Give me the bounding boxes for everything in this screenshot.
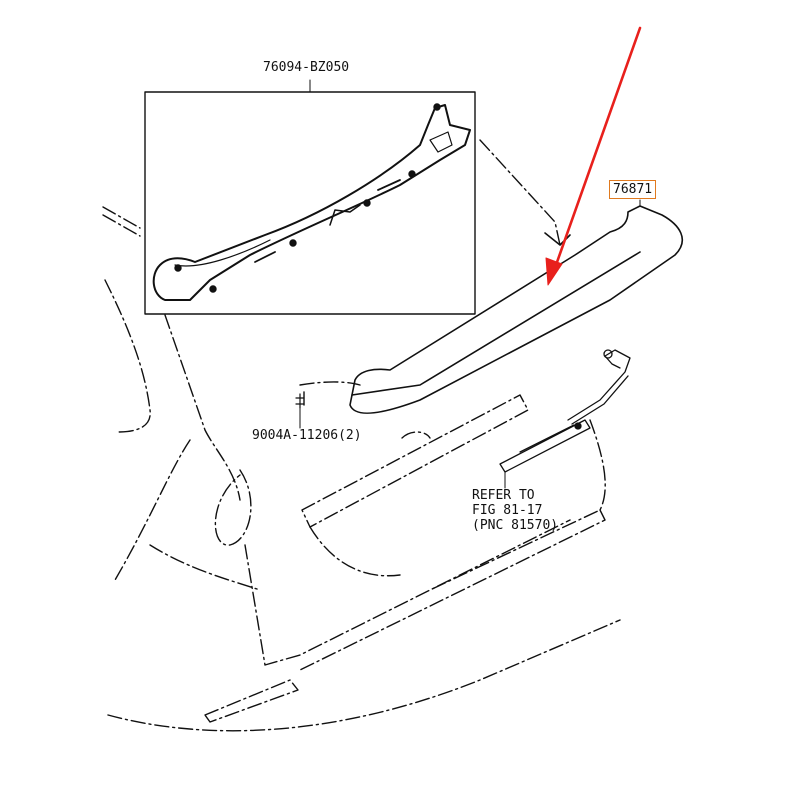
pointer-arrow [545,26,642,286]
screw-fastener [295,393,305,409]
reference-line-3: (PNC 81570) [472,518,559,533]
inset-part-number-label: 76094-BZ050 [263,60,350,75]
reference-line-2: FIG 81-17 [472,503,543,518]
screw-part-number-label: 9004A-11206(2) [252,428,362,443]
inset-detail [144,91,476,315]
stop-lamp-assembly [499,349,631,473]
reference-line-1: REFER TO [472,488,535,503]
vehicle-body-outline [102,139,621,732]
figure-reference-note: REFER TO FIG 81-17 (PNC 81570) [472,488,558,533]
leader-lines [299,79,641,489]
spoiler-part-number-label[interactable]: 76871 [609,180,657,199]
